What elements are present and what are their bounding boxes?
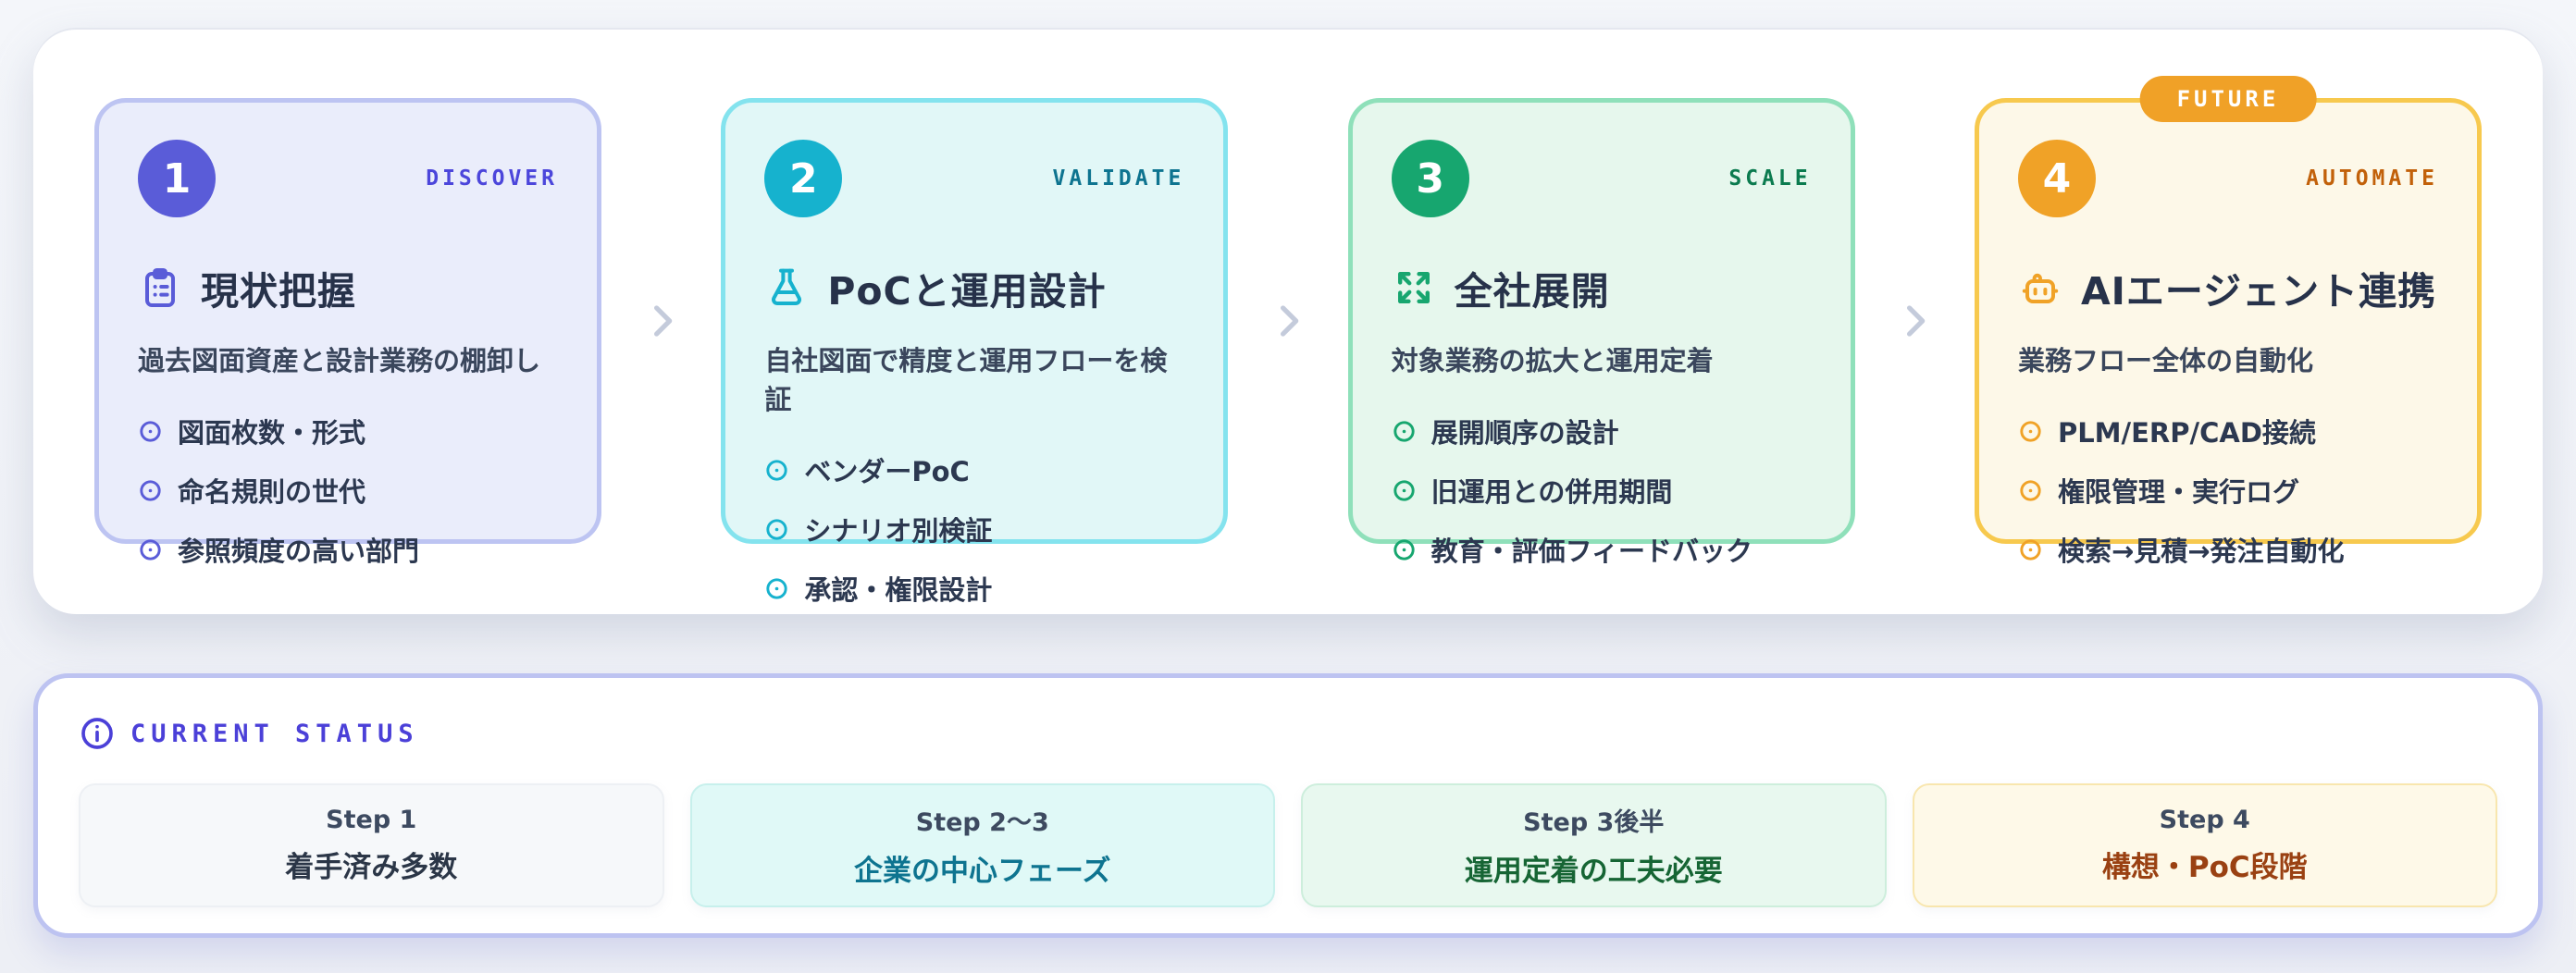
bullet-item: 教育・評価フィードバック <box>1392 530 1812 569</box>
phase-label: AUTOMATE <box>2306 166 2438 191</box>
step-title: 全社展開 <box>1454 269 1610 314</box>
bullet-text: 権限管理・実行ログ <box>2057 476 2299 508</box>
status-box-step2-3: Step 2〜3 企業の中心フェーズ <box>689 783 1275 907</box>
bullet-item: 承認・権限設計 <box>764 569 1184 608</box>
bullet-text: 図面枚数・形式 <box>178 417 366 449</box>
bullet-text: ベンダーPoC <box>804 456 970 487</box>
bullet-item: 検索→見積→発注自動化 <box>2018 530 2438 569</box>
bullet-text: 教育・評価フィードバック <box>1430 536 1753 567</box>
chevron-right-icon <box>1253 297 1323 345</box>
status-value: 企業の中心フェーズ <box>854 855 1111 888</box>
bullet-item: シナリオ別検証 <box>764 510 1184 548</box>
status-step-label: Step 2〜3 <box>915 808 1049 837</box>
step-card-validate: 2 VALIDATE PoCと運用設計 自社図面で精度と運用フローを検証 ベンダ… <box>721 98 1229 606</box>
phase-label: VALIDATE <box>1052 166 1185 191</box>
robot-icon <box>2018 265 2062 310</box>
info-icon <box>79 715 116 752</box>
card-head: 3 SCALE <box>1391 140 1812 217</box>
circle-dot-icon <box>1392 537 1417 562</box>
bullet-item: 権限管理・実行ログ <box>2018 471 2438 510</box>
status-heading-row: CURRENT STATUS <box>79 715 2497 752</box>
step-number-badge: 1 <box>138 140 216 217</box>
bullet-text: 参照頻度の高い部門 <box>178 536 420 567</box>
status-box-step4: Step 4 構想・PoC段階 <box>1912 783 2497 907</box>
circle-dot-icon <box>1392 419 1417 444</box>
status-step-label: Step 1 <box>326 806 417 834</box>
status-step-label: Step 3後半 <box>1523 808 1665 837</box>
circle-dot-icon <box>764 458 789 483</box>
chevron-right-icon <box>1879 297 1950 345</box>
roadmap-panel: 1 DISCOVER 現状把握 過去図面資産と設計業務の棚卸し 図面枚数・形式 <box>33 28 2543 614</box>
status-box-step1: Step 1 着手済み多数 <box>79 783 664 907</box>
step-subtitle: 対象業務の拡大と運用定着 <box>1391 345 1714 376</box>
card-head: 4 AUTOMATE <box>2017 140 2438 217</box>
circle-dot-icon <box>2018 419 2043 444</box>
bullet-text: 旧運用との併用期間 <box>1430 476 1673 508</box>
circle-dot-icon <box>138 537 163 562</box>
status-step-label: Step 4 <box>2159 806 2250 834</box>
phase-label: DISCOVER <box>426 166 558 191</box>
status-box-step3-late: Step 3後半 運用定着の工夫必要 <box>1301 783 1887 907</box>
step-number-badge: 3 <box>1391 140 1469 217</box>
bullet-text: PLM/ERP/CAD接続 <box>2057 417 2316 449</box>
bullet-item: 旧運用との併用期間 <box>1392 471 1812 510</box>
step-subtitle: 業務フロー全体の自動化 <box>2017 345 2313 376</box>
step-number-badge: 2 <box>764 140 843 217</box>
bullet-text: シナリオ別検証 <box>804 515 993 547</box>
bullet-item: PLM/ERP/CAD接続 <box>2018 412 2438 450</box>
circle-dot-icon <box>1392 478 1417 503</box>
status-value: 着手済み多数 <box>285 851 458 884</box>
chevron-right-icon <box>626 297 697 345</box>
status-heading: CURRENT STATUS <box>130 719 419 748</box>
step-title: 現状把握 <box>201 269 356 314</box>
bullet-text: 展開順序の設計 <box>1430 417 1619 449</box>
circle-dot-icon <box>138 478 163 503</box>
bullet-item: ベンダーPoC <box>764 450 1184 489</box>
circle-dot-icon <box>764 576 789 601</box>
step-card-discover: 1 DISCOVER 現状把握 過去図面資産と設計業務の棚卸し 図面枚数・形式 <box>94 98 601 567</box>
bullet-text: 命名規則の世代 <box>178 476 366 508</box>
circle-dot-icon <box>764 517 789 542</box>
circle-dot-icon <box>2018 537 2043 562</box>
flask-icon <box>764 265 809 310</box>
clipboard-icon <box>138 265 182 310</box>
phase-label: SCALE <box>1728 166 1812 191</box>
bullet-text: 検索→見積→発注自動化 <box>2057 536 2345 567</box>
bullet-item: 参照頻度の高い部門 <box>138 530 558 569</box>
card-head: 1 DISCOVER <box>138 140 558 217</box>
bullet-item: 図面枚数・形式 <box>138 412 558 450</box>
circle-dot-icon <box>138 419 163 444</box>
bullet-text: 承認・権限設計 <box>804 574 993 606</box>
step-subtitle: 過去図面資産と設計業務の棚卸し <box>138 345 541 376</box>
step-card-automate: FUTURE 4 AUTOMATE AIエージェント連携 業務フロー全体の自動化 <box>1974 76 2482 567</box>
card-head: 2 VALIDATE <box>764 140 1184 217</box>
step-subtitle: 自社図面で精度と運用フローを検証 <box>764 345 1168 415</box>
status-value: 運用定着の工夫必要 <box>1464 855 1723 888</box>
future-badge: FUTURE <box>2139 76 2317 122</box>
status-row: Step 1 着手済み多数 Step 2〜3 企業の中心フェーズ Step 3後… <box>79 783 2497 907</box>
step-card-scale: 3 SCALE 全社展開 対象業務の拡大と運用定着 展開順序の設計 <box>1347 98 1855 567</box>
step-title: AIエージェント連携 <box>2080 269 2437 314</box>
current-status-panel: CURRENT STATUS Step 1 着手済み多数 Step 2〜3 企業… <box>33 673 2543 938</box>
bullet-item: 命名規則の世代 <box>138 471 558 510</box>
bullet-item: 展開順序の設計 <box>1392 412 1812 450</box>
step-number-badge: 4 <box>2017 140 2096 217</box>
circle-dot-icon <box>2018 478 2043 503</box>
expand-arrows-icon <box>1392 265 1436 310</box>
status-value: 構想・PoC段階 <box>2101 851 2308 884</box>
step-title: PoCと運用設計 <box>827 269 1107 314</box>
